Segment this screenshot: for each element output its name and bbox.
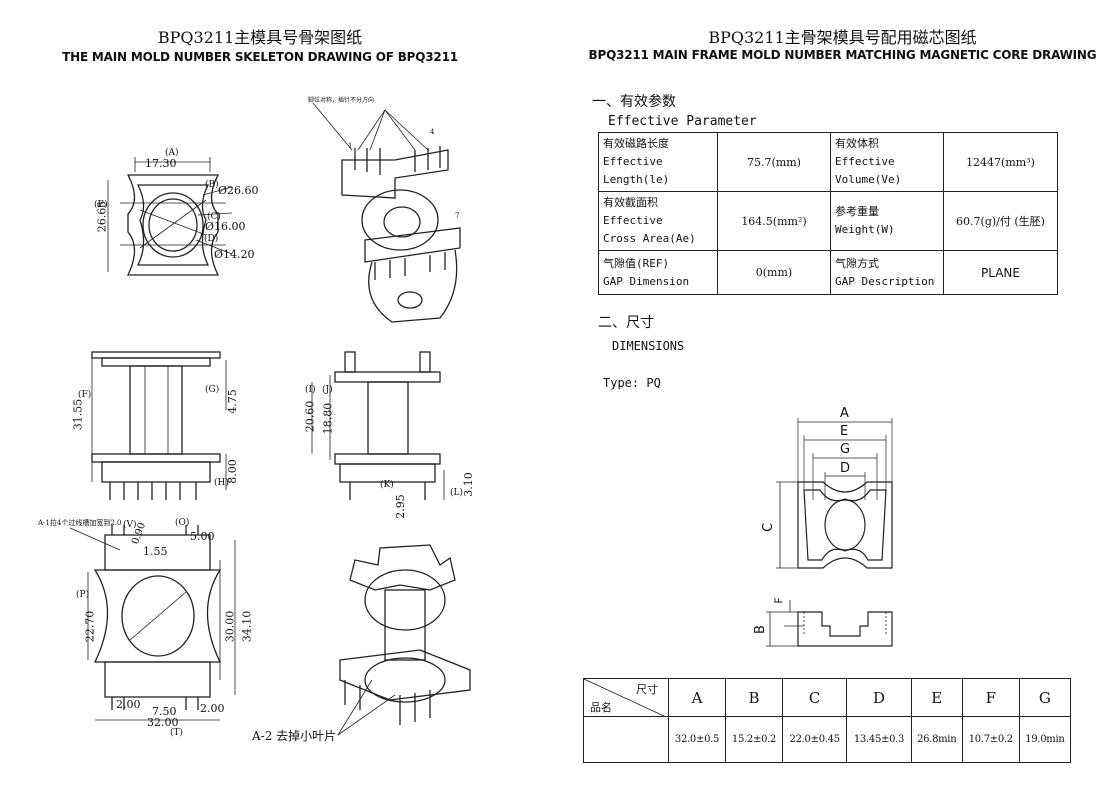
dims-header-product: 品名	[590, 701, 612, 714]
label-o: (O)	[175, 518, 190, 528]
dim-k: 2.95	[393, 494, 407, 519]
core-label-b: B	[752, 625, 768, 634]
right-title-en: BPQ3211 MAIN FRAME MOLD NUMBER MATCHING …	[588, 48, 1097, 62]
label-i: (I)	[305, 385, 316, 395]
label-d: (D)	[204, 234, 219, 244]
dims-header-size: 尺寸	[636, 683, 658, 696]
dims-row-name	[583, 716, 669, 763]
dims-val-c: 22.0±0.45	[781, 716, 848, 763]
pin-1-label: 1	[348, 142, 353, 150]
bottom-view	[69, 525, 236, 721]
label-c: (C)	[207, 212, 221, 222]
dims-col-c: C	[781, 678, 848, 717]
section-2-en: DIMENSIONS	[612, 339, 685, 353]
core-type: Type: PQ	[603, 376, 661, 390]
label-b: (B)	[205, 180, 219, 190]
dim-c: Ø16.00	[205, 220, 246, 233]
dims-val-e: 26.8min	[910, 716, 963, 763]
dims-col-e: E	[910, 678, 963, 717]
pin-symmetry-note: 脚位对称，插针不分方向	[308, 97, 375, 104]
label-j: (J)	[322, 385, 333, 395]
dim-l: 3.10	[461, 472, 475, 497]
section-2-cn: 二、尺寸	[598, 315, 654, 331]
dims-val-b: 15.2±0.2	[725, 716, 783, 763]
dim-d: Ø14.20	[214, 248, 255, 261]
core-label-d: D	[840, 461, 851, 476]
dim-r: 1.55	[143, 545, 168, 558]
core-label-e: E	[840, 424, 849, 439]
label-a: (A)	[165, 148, 179, 158]
dims-col-b: B	[725, 678, 783, 717]
dim-30: 30.00	[223, 610, 237, 643]
iso-bottom-view	[337, 544, 471, 736]
label-v: (V)	[123, 520, 137, 530]
side-view	[311, 351, 445, 500]
skeleton-drawing	[69, 102, 471, 736]
dims-val-d: 13.45±0.3	[846, 716, 912, 763]
dimensions-table: 尺寸 品名 A B C D E F G 32.0±0.5 15.2±0.2 22…	[583, 678, 1072, 763]
param-label-gap: 气隙值(REF)GAP Dimension	[598, 250, 718, 295]
dim-g: 4.75	[225, 389, 239, 414]
dim-32: 32.00	[147, 716, 179, 729]
front-view	[91, 351, 227, 500]
param-value-weight: 60.7(g)/付 (生胚)	[943, 191, 1058, 251]
note-a1: A-1拉4个过线槽加宽到2.0	[38, 519, 122, 527]
label-t: (T)	[170, 728, 184, 738]
dim-o: 5.00	[190, 530, 215, 543]
dim-i: 20.60	[303, 400, 317, 433]
pin-7-label: 7	[455, 212, 460, 220]
param-value-gap-desc: PLANE	[943, 250, 1058, 295]
core-label-f: F	[772, 597, 786, 604]
param-value-ae: 164.5(mm²)	[717, 191, 831, 251]
label-l: (L)	[450, 488, 463, 498]
dim-34: 34.10	[240, 610, 254, 643]
label-h: (H)	[214, 478, 229, 488]
dims-val-g: 19.0min	[1018, 716, 1072, 763]
core-drawing	[766, 418, 893, 647]
dim-b: Ø26.60	[218, 184, 259, 197]
core-label-c: C	[761, 522, 777, 533]
label-g: (G)	[205, 385, 220, 395]
left-title-cn: BPQ3211主模具号骨架图纸	[157, 28, 363, 47]
param-value-le: 75.7(mm)	[717, 132, 831, 192]
dims-header-corner: 尺寸 品名	[583, 678, 669, 717]
dim-2a: 2.00	[116, 698, 141, 711]
param-value-gap: 0(mm)	[717, 250, 831, 295]
dims-col-f: F	[961, 678, 1020, 717]
section-1-en: Effective Parameter	[608, 114, 757, 129]
core-label-g: G	[840, 442, 851, 457]
core-label-a: A	[840, 406, 849, 421]
label-p: (P)	[76, 590, 90, 600]
corner-diagonal	[584, 679, 666, 717]
dims-col-a: A	[668, 678, 726, 717]
dims-val-a: 32.0±0.5	[668, 716, 726, 763]
param-value-ve: 12447(mm³)	[943, 132, 1058, 192]
dim-a: 17.30	[145, 157, 177, 170]
dim-j: 18.80	[321, 402, 335, 435]
right-title-cn: BPQ3211主骨架模具号配用磁芯图纸	[708, 28, 977, 47]
dims-val-f: 10.7±0.2	[961, 716, 1020, 763]
left-title-en: THE MAIN MOLD NUMBER SKELETON DRAWING OF…	[62, 50, 458, 64]
iso-top-view	[312, 102, 461, 323]
dims-col-g: G	[1018, 678, 1072, 717]
section-1-cn: 一、有效参数	[592, 94, 676, 110]
dim-f: 31.55	[71, 398, 85, 431]
label-k: (K)	[380, 480, 394, 490]
label-f: (F)	[78, 390, 92, 400]
pin-4-label: 4	[430, 128, 435, 136]
dim-75: 7.50	[152, 705, 177, 718]
label-e: (E)	[94, 200, 108, 210]
dim-p: 22.70	[83, 610, 97, 643]
dims-col-d: D	[846, 678, 912, 717]
top-view	[107, 157, 233, 276]
dim-2b: 2.00	[200, 702, 225, 715]
note-a2: A-2 去掉小叶片	[252, 729, 337, 743]
